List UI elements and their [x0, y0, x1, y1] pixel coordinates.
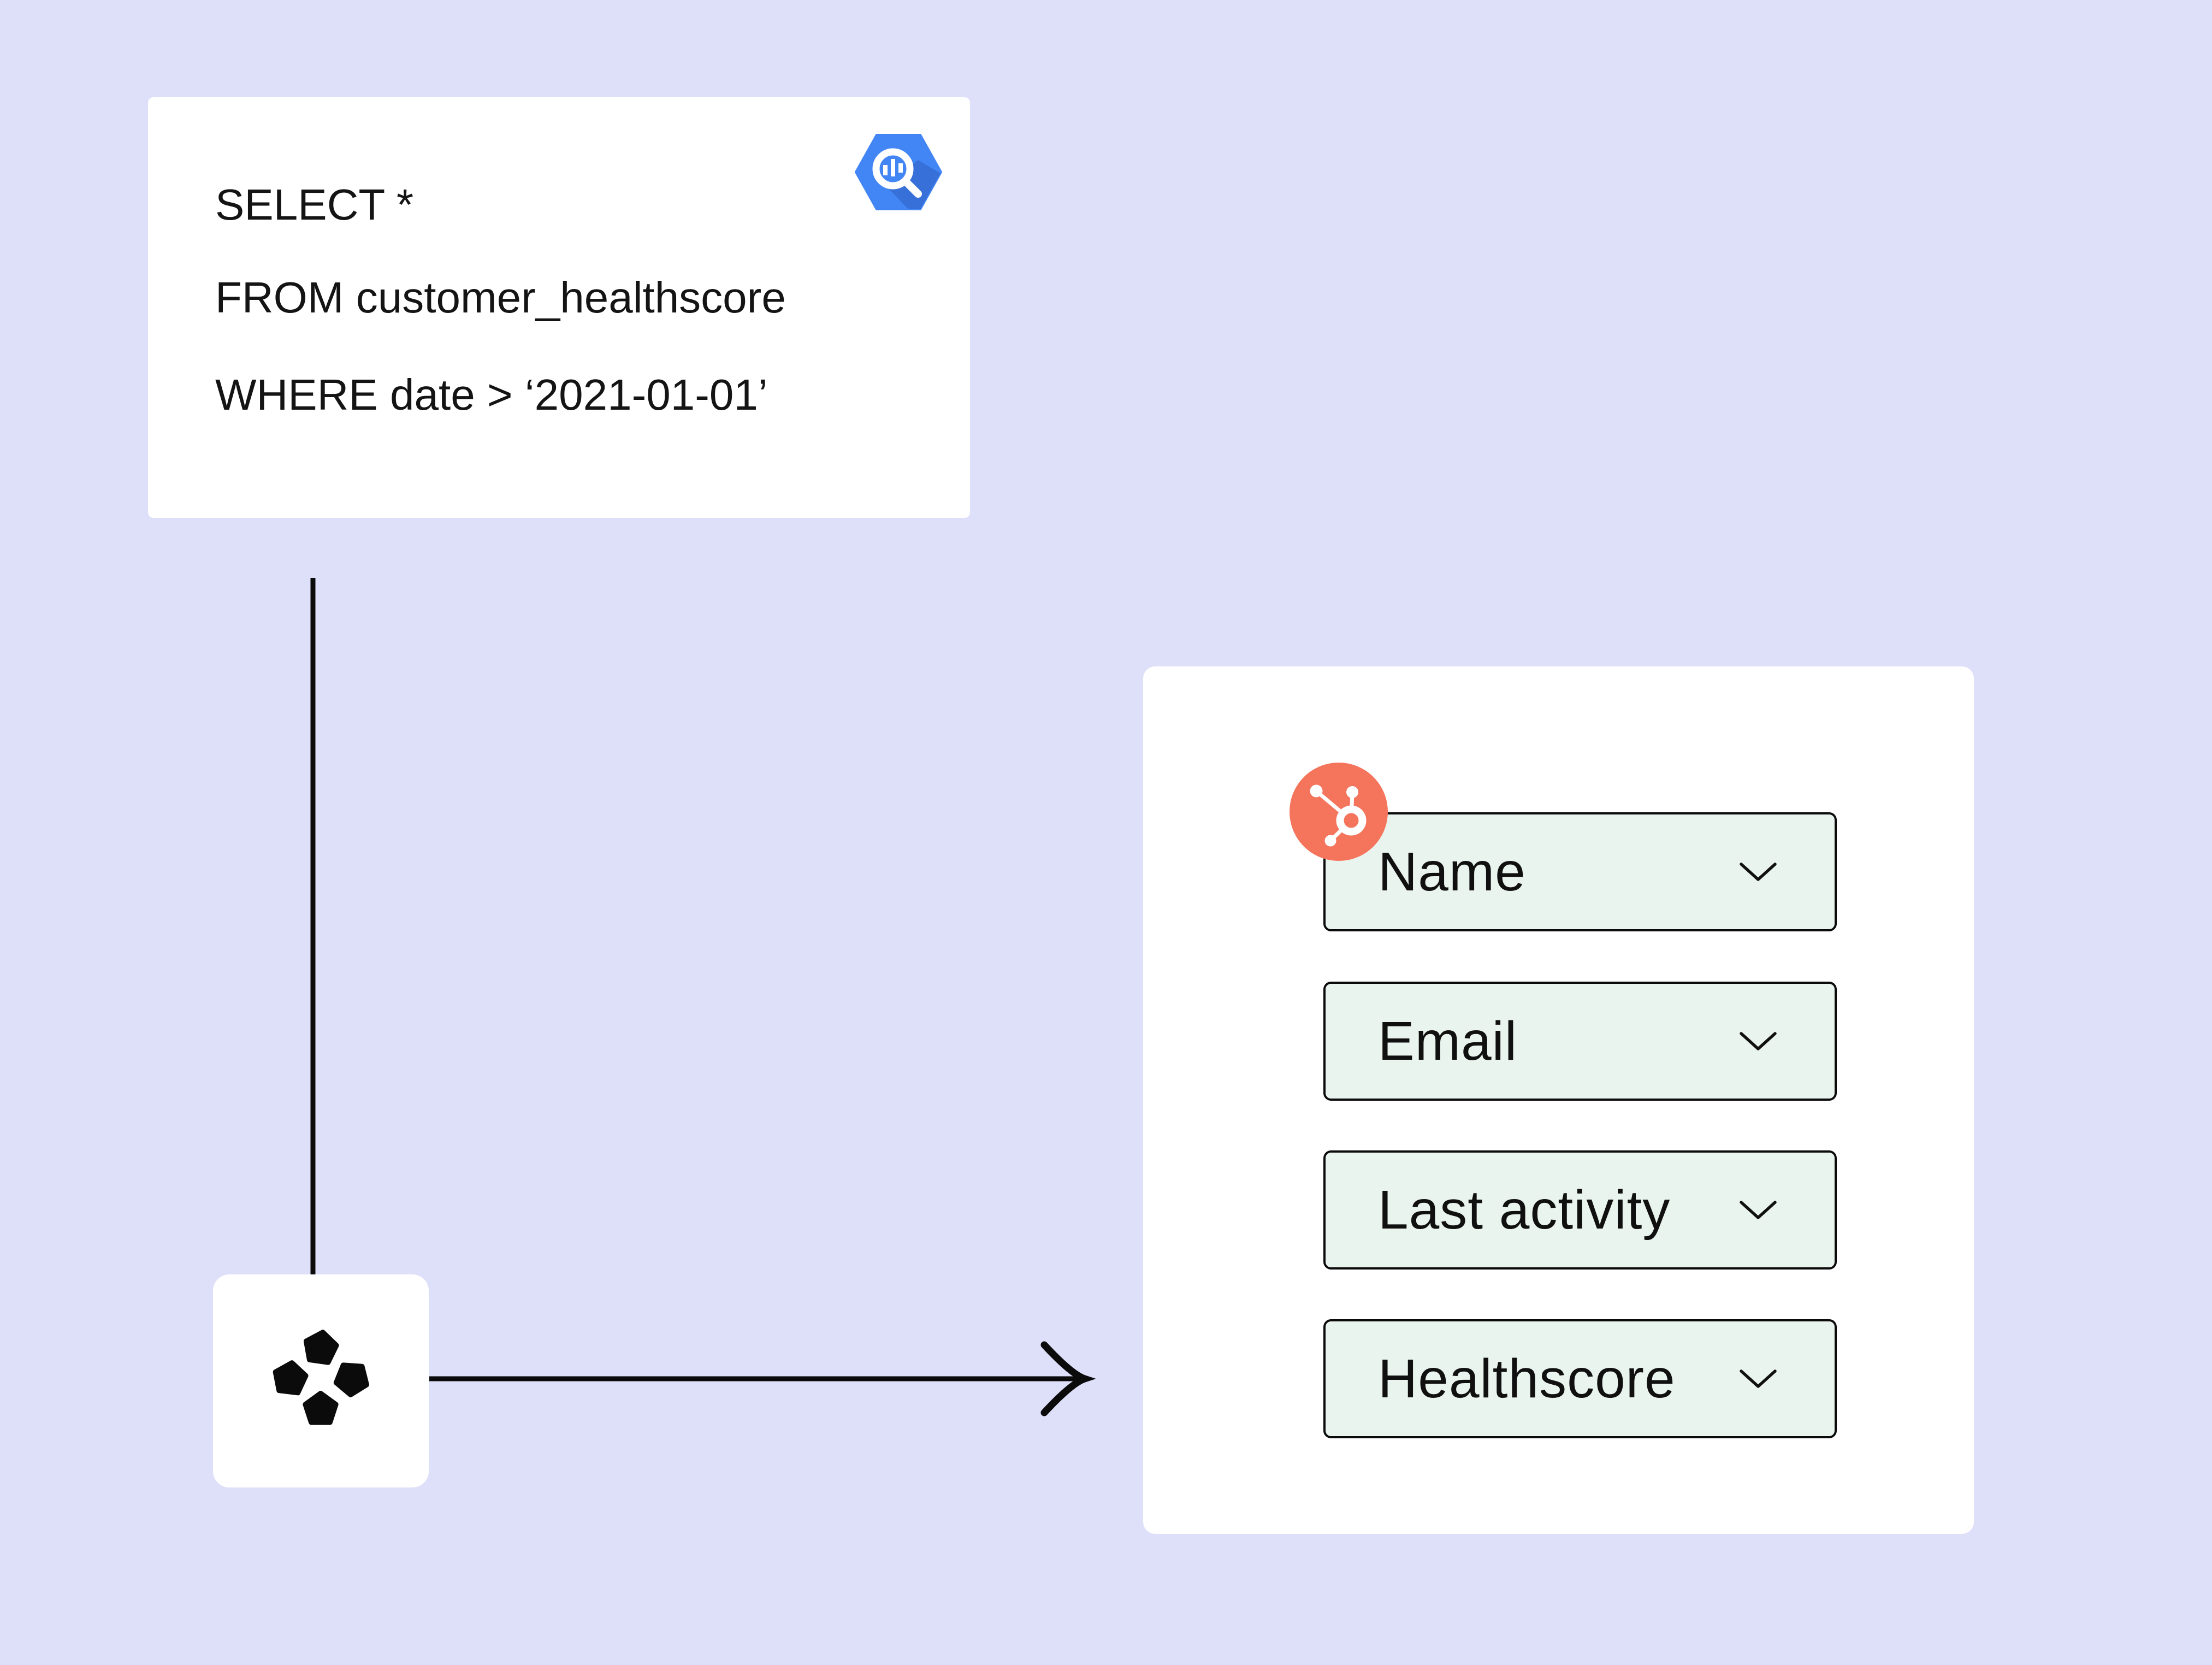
chevron-down-icon	[1740, 1369, 1777, 1388]
sql-where-line: WHERE date > ‘2021-01-01’	[215, 370, 768, 419]
field-dropdown-healthscore[interactable]: Healthscore	[1323, 1319, 1837, 1438]
field-label: Email	[1378, 1010, 1518, 1072]
sql-select-line: SELECT *	[215, 180, 414, 229]
field-dropdown-last-activity[interactable]: Last activity	[1323, 1150, 1837, 1270]
bigquery-query-card: SELECT * FROM customer_healthscore WHERE…	[148, 97, 970, 518]
field-label: Name	[1378, 841, 1526, 902]
hubspot-icon	[1290, 763, 1388, 861]
field-dropdown-name[interactable]: Name	[1323, 812, 1837, 931]
field-dropdown-email[interactable]: Email	[1323, 982, 1837, 1101]
field-label: Last activity	[1378, 1179, 1671, 1241]
hubspot-destination-card: Name Email Last activity Healthscore	[1143, 666, 1974, 1534]
bigquery-icon	[855, 134, 942, 210]
chevron-down-icon	[1740, 863, 1777, 881]
chevron-down-icon	[1740, 1201, 1777, 1219]
arrowhead	[1040, 1341, 1096, 1416]
census-node	[213, 1274, 429, 1487]
chevron-down-icon	[1740, 1032, 1777, 1050]
census-pentagons-icon	[273, 1330, 369, 1425]
field-label: Healthscore	[1378, 1348, 1676, 1409]
sql-from-line: FROM customer_healthscore	[215, 273, 786, 322]
